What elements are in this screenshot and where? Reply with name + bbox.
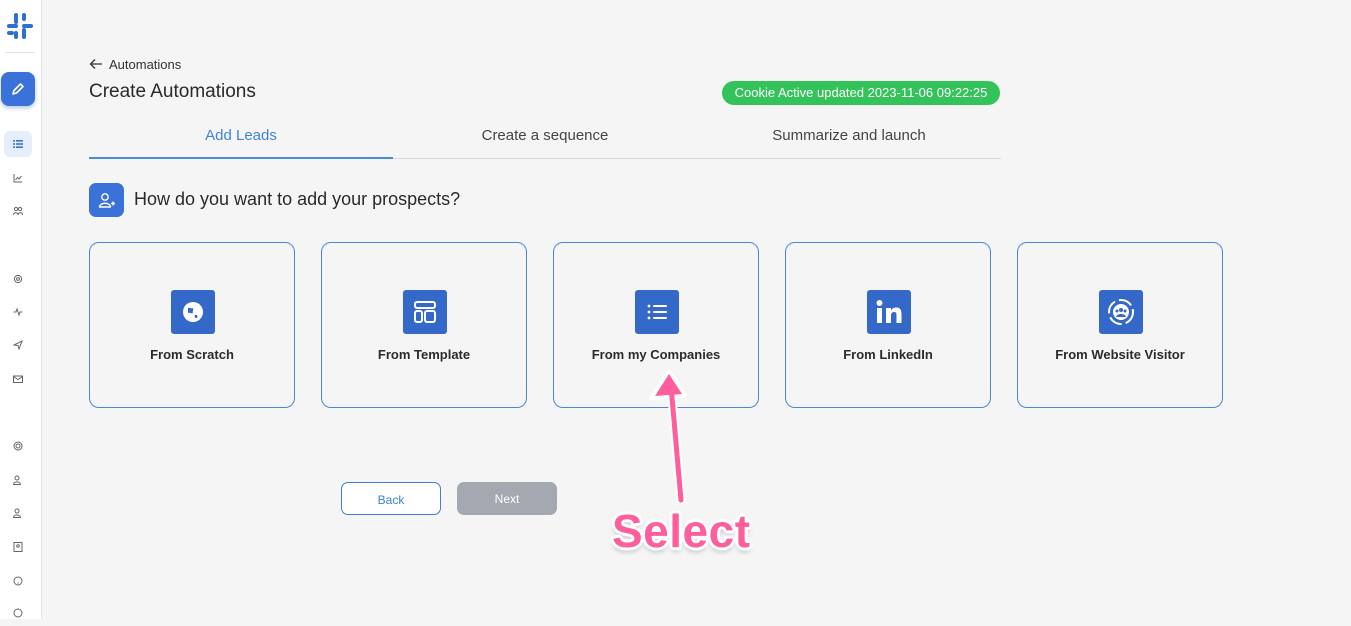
sidebar-item-contacts[interactable]: [4, 534, 32, 560]
option-from-linkedin[interactable]: From LinkedIn: [785, 242, 991, 408]
sidebar-item-campaigns[interactable]: [4, 332, 32, 358]
option-label: From LinkedIn: [843, 347, 933, 362]
contact-icon: [13, 542, 23, 552]
sidebar-divider: [6, 52, 34, 53]
sidebar-item-security[interactable]: [4, 433, 32, 459]
annotation-arrow: [649, 369, 687, 505]
wizard-tabs: Add Leads Create a sequence Summarize an…: [89, 121, 1001, 159]
option-from-my-companies[interactable]: From my Companies: [553, 242, 759, 408]
help-icon: [13, 576, 23, 586]
sidebar-item-settings[interactable]: [4, 266, 32, 292]
sidebar-item-team[interactable]: [4, 198, 32, 224]
annotation-label: Select: [612, 505, 751, 557]
option-label: From Template: [377, 347, 471, 362]
sidebar-item-list[interactable]: [4, 131, 32, 157]
sidebar-item-support[interactable]: [4, 600, 32, 626]
option-from-scratch[interactable]: From Scratch: [89, 242, 295, 408]
sidebar-item-analytics[interactable]: [4, 165, 32, 191]
sidebar-item-account[interactable]: [4, 467, 32, 493]
linkedin-icon: [867, 290, 911, 334]
user-check-icon: [13, 508, 22, 518]
sidebar-item-members[interactable]: [4, 500, 32, 526]
chart-icon: [13, 174, 22, 183]
help-circle-icon: [13, 608, 23, 618]
template-icon: [403, 290, 447, 334]
tab-summarize-launch[interactable]: Summarize and launch: [772, 127, 926, 144]
shield-icon: [13, 441, 23, 451]
page-title: Create Automations: [89, 81, 256, 102]
tab-create-sequence[interactable]: Create a sequence: [481, 127, 609, 144]
back-link[interactable]: Automations: [89, 56, 181, 72]
edit-icon: [12, 83, 24, 95]
option-label: From my Companies: [591, 347, 721, 362]
tab-add-leads[interactable]: Add Leads: [89, 121, 393, 159]
back-button[interactable]: Back: [341, 482, 441, 515]
sidebar-item-activity[interactable]: [4, 299, 32, 325]
sidebar: [0, 0, 42, 619]
back-link-label: Automations: [109, 56, 182, 72]
arrow-left-icon: [89, 59, 102, 69]
next-button[interactable]: Next: [457, 482, 557, 515]
option-label: From Scratch: [150, 347, 234, 362]
add-user-icon: [98, 193, 115, 208]
send-icon: [13, 340, 23, 350]
website-visitor-icon: [1099, 290, 1143, 334]
list-icon: [635, 290, 679, 334]
users-icon: [13, 206, 23, 216]
globe-icon: [171, 290, 215, 334]
sidebar-item-inbox[interactable]: [4, 366, 32, 392]
activity-icon: [13, 307, 23, 317]
sidebar-item-help[interactable]: [4, 568, 32, 594]
question-heading: How do you want to add your prospects?: [134, 189, 461, 209]
settings-icon: [13, 274, 23, 284]
add-user-icon-box: [89, 183, 124, 217]
status-badge: Cookie Active updated 2023-11-06 09:22:2…: [722, 81, 1000, 105]
mail-icon: [13, 375, 23, 383]
option-from-website-visitor[interactable]: From Website Visitor: [1017, 242, 1223, 408]
list-icon: [13, 140, 23, 148]
option-from-template[interactable]: From Template: [321, 242, 527, 408]
logo-icon[interactable]: [5, 11, 35, 41]
edit-button[interactable]: [1, 72, 35, 106]
user-icon: [13, 475, 22, 485]
option-label: From Website Visitor: [1055, 347, 1185, 362]
